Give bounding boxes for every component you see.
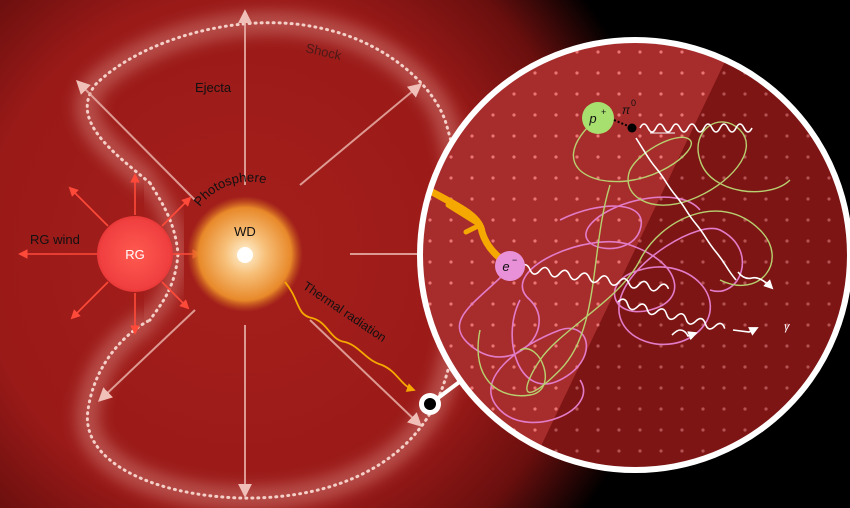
thermal-radiation-path [284, 281, 416, 392]
rg-label: RG [125, 247, 145, 262]
pion-track [613, 119, 629, 127]
ejecta-label: Ejecta [195, 80, 232, 95]
rg-wind-label: RG wind [30, 232, 80, 247]
wd-label: WD [234, 224, 256, 239]
ejecta-arrow-down-right [309, 319, 423, 427]
ejecta-arrow-up-right [299, 83, 423, 186]
proton [582, 102, 614, 134]
ejecta-arrows [76, 9, 430, 498]
gamma-label: γ [784, 321, 791, 333]
pion-charge: 0 [631, 98, 636, 108]
pion-label: π [622, 103, 631, 117]
gamma-ray-wave-3 [635, 137, 737, 281]
ejecta-arrow-up-left [76, 80, 196, 201]
zoom-anchor-dot [424, 398, 436, 410]
incoming-photon-stream [421, 184, 509, 266]
gamma-ray-wave-2 [639, 123, 753, 133]
gamma-ray-wave-4 [617, 298, 726, 330]
electron-trajectory [458, 227, 744, 424]
zoom-lens [417, 37, 850, 473]
proton-charge: + [601, 107, 606, 117]
white-dwarf [237, 247, 253, 263]
electron-label: e [502, 259, 509, 274]
pion [627, 123, 637, 133]
ejecta-arrow-down-left [97, 309, 196, 402]
proton-trajectory [526, 117, 791, 393]
gamma-ray-wave-1 [519, 263, 670, 292]
red-giant [97, 216, 173, 292]
electron [495, 251, 525, 281]
proton-label: p [588, 111, 596, 126]
electron-charge: − [512, 255, 517, 265]
